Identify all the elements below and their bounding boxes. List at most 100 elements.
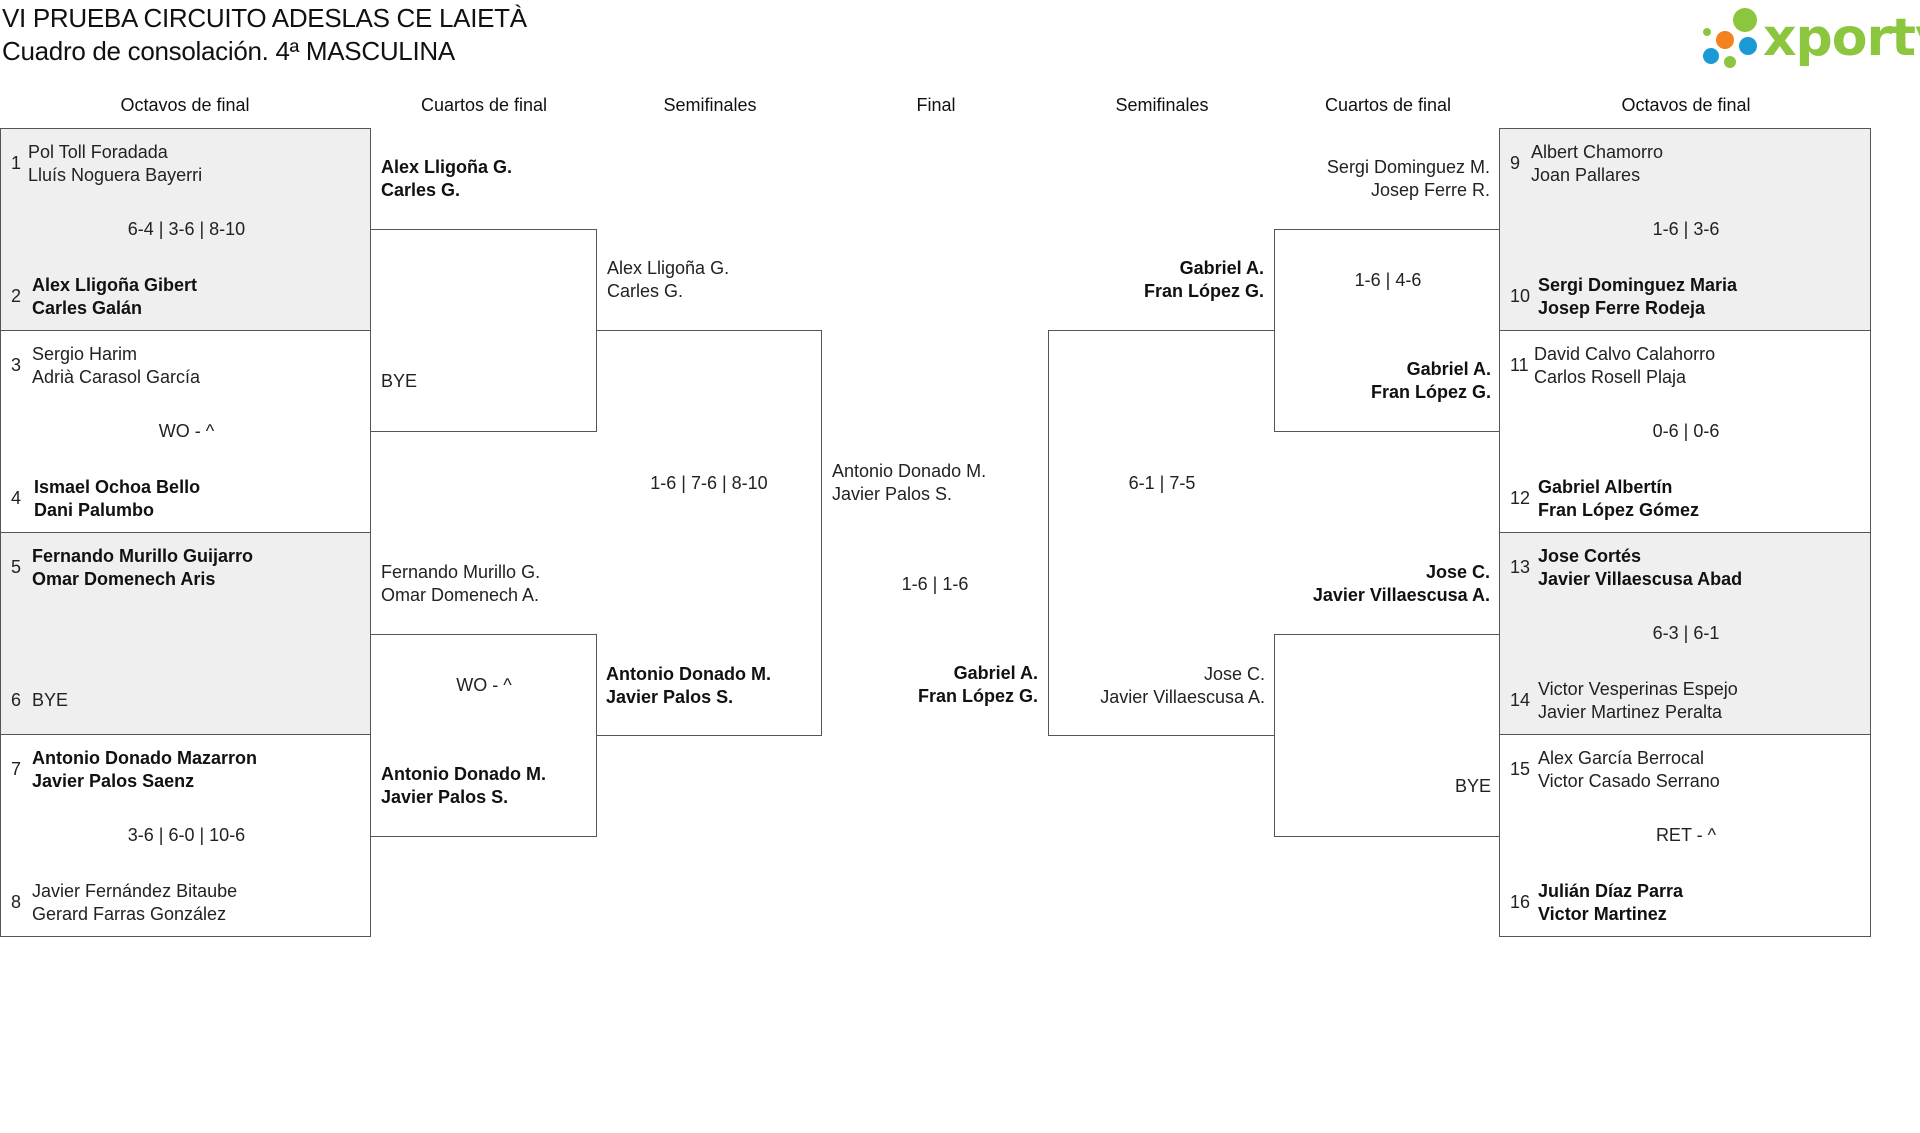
match-score: 0-6 | 0-6 — [1652, 421, 1720, 441]
team-name: Jose C. Javier Villaescusa A. — [1049, 663, 1265, 709]
match-score: 1-6 | 7-6 | 8-10 — [650, 473, 768, 493]
player-name: Gabriel A. — [1406, 359, 1491, 379]
player-name: Josep Ferre Rodeja — [1538, 298, 1706, 318]
player-name: Antonio Donado Mazarron — [32, 748, 257, 768]
sf-left-match: 1-6 | 7-6 | 8-10 Antonio Donado M. Javie… — [596, 330, 822, 736]
seed-number: 11 — [1510, 355, 1529, 375]
player-name: Fran López G. — [1370, 382, 1491, 402]
header-semis-left: Semifinales — [663, 95, 757, 115]
match-score: WO - ^ — [158, 421, 215, 441]
final-score: 1-6 | 1-6 — [901, 574, 969, 594]
winner-team-name: Alex Lligoña Gibert Carles Galán — [32, 274, 197, 320]
player-name: Omar Domenech A. — [381, 585, 540, 605]
player-name: Lluís Noguera Bayerri — [28, 165, 203, 185]
seed-number: 9 — [1510, 153, 1521, 173]
seed-number: 5 — [11, 557, 22, 577]
seed-number: 6 — [11, 690, 22, 710]
match-score: 6-4 | 3-6 | 8-10 — [127, 219, 246, 239]
player-name: Alex Lligoña Gibert — [32, 275, 198, 295]
qf-left-match-1: BYE — [371, 229, 597, 432]
player-name: Fernando Murillo Guijarro — [32, 546, 254, 566]
qf-left-2-team-a: Fernando Murillo G. Omar Domenech A. — [381, 561, 540, 607]
team-name: Albert Chamorro Joan Pallares — [1531, 141, 1663, 187]
winner-team-name: Gabriel Albertín Fran López Gómez — [1538, 476, 1699, 522]
qf-right-1-team-a: Sergi Dominguez M. Josep Ferre R. — [1274, 156, 1490, 202]
winner-team-name: Sergi Dominguez Maria Josep Ferre Rodeja — [1538, 274, 1737, 320]
r16-left-match-2: 3 Sergio Harim Adrià Carasol García WO -… — [0, 330, 371, 533]
seed-number: 14 — [1510, 690, 1531, 710]
player-name: Gabriel A. — [1179, 258, 1264, 278]
player-name: Javier Palos S. — [381, 787, 509, 807]
r16-left-match-3: 5 Fernando Murillo Guijarro Omar Domenec… — [0, 532, 371, 735]
player-name: Omar Domenech Aris — [32, 569, 216, 589]
r16-right-match-1: 9 Albert Chamorro Joan Pallares 1-6 | 3-… — [1499, 128, 1871, 331]
match-score: 6-3 | 6-1 — [1652, 623, 1720, 643]
player-name: Jose C. — [1203, 664, 1265, 684]
player-name: Gerard Farras González — [32, 904, 227, 924]
qf-left-match-2: WO - ^ Antonio Donado M. Javier Palos S. — [371, 634, 597, 837]
header-final: Final — [916, 95, 956, 115]
team-name: Javier Fernández Bitaube Gerard Farras G… — [32, 880, 237, 926]
sf-left-team-a: Alex Lligoña G. Carles G. — [607, 257, 729, 303]
winner-team-name: Julián Díaz Parra Victor Martinez — [1538, 880, 1683, 926]
qf-right-2-team-a: Jose C. Javier Villaescusa A. — [1274, 561, 1490, 607]
match-score: 6-1 | 7-5 — [1128, 473, 1196, 493]
header-semis-right: Semifinales — [1115, 95, 1209, 115]
winner-team-name: Antonio Donado M. Javier Palos S. — [606, 663, 771, 709]
winner-team-name: Fernando Murillo Guijarro Omar Domenech … — [32, 545, 253, 591]
player-name: Antonio Donado M. — [606, 664, 771, 684]
player-name: Jose Cortés — [1538, 546, 1642, 566]
match-score: 1-6 | 3-6 — [1652, 219, 1720, 239]
player-name: Fran López Gómez — [1538, 500, 1700, 520]
draw-name: Cuadro de consolación. 4ª MASCULINA — [2, 36, 455, 66]
player-name: Adrià Carasol García — [32, 367, 201, 387]
match-score: 1-6 | 4-6 — [1354, 270, 1422, 290]
bye-label: BYE — [32, 690, 69, 710]
match-score: 3-6 | 6-0 | 10-6 — [127, 825, 246, 845]
player-name: Alex García Berrocal — [1538, 748, 1705, 768]
player-name: Gabriel Albertín — [1538, 477, 1673, 497]
team-name: BYE — [32, 689, 68, 712]
team-name: Pol Toll Foradada Lluís Noguera Bayerri — [28, 141, 202, 187]
player-name: Javier Villaescusa Abad — [1538, 569, 1743, 589]
player-name: Antonio Donado M. — [381, 764, 546, 784]
seed-number: 12 — [1510, 488, 1531, 508]
header-cuartos-right: Cuartos de final — [1324, 95, 1452, 115]
winner-team-name: Jose Cortés Javier Villaescusa Abad — [1538, 545, 1742, 591]
player-name: Carles G. — [607, 281, 684, 301]
sf-right-match: 6-1 | 7-5 Jose C. Javier Villaescusa A. — [1048, 330, 1274, 736]
xporty-logo-dots-icon — [1703, 8, 1757, 68]
bye-label: BYE — [381, 371, 418, 391]
player-name: Gabriel A. — [953, 663, 1038, 683]
team-name: Sergio Harim Adrià Carasol García — [32, 343, 200, 389]
player-name: Carlos Rosell Plaja — [1534, 367, 1687, 387]
r16-right-match-3: 13 Jose Cortés Javier Villaescusa Abad 6… — [1499, 532, 1871, 735]
r16-right-match-2: 11 David Calvo Calahorro Carlos Rosell P… — [1499, 330, 1871, 533]
xporty-logo[interactable]: xporty — [1695, 2, 1920, 74]
player-name: Victor Casado Serrano — [1538, 771, 1720, 791]
team-name: David Calvo Calahorro Carlos Rosell Plaj… — [1534, 343, 1715, 389]
player-name: Josep Ferre R. — [1370, 180, 1490, 200]
final-team-a: Antonio Donado M. Javier Palos S. — [832, 460, 986, 506]
player-name: Fran López G. — [1143, 281, 1264, 301]
seed-number: 13 — [1510, 557, 1531, 577]
player-name: Javier Martinez Peralta — [1538, 702, 1723, 722]
header-cuartos-left: Cuartos de final — [420, 95, 548, 115]
winner-team-name: Antonio Donado M. Javier Palos S. — [381, 763, 546, 809]
team-name: Alex García Berrocal Victor Casado Serra… — [1538, 747, 1720, 793]
header-octavos-right: Octavos de final — [1621, 95, 1751, 115]
player-name: Jose C. — [1425, 562, 1490, 582]
seed-number: 7 — [11, 759, 22, 779]
player-name: Julián Díaz Parra — [1538, 881, 1684, 901]
player-name: Javier Villaescusa A. — [1312, 585, 1490, 605]
player-name: Fernando Murillo G. — [381, 562, 541, 582]
team-name: Victor Vesperinas Espejo Javier Martinez… — [1538, 678, 1738, 724]
player-name: Sergio Harim — [32, 344, 138, 364]
player-name: Albert Chamorro — [1531, 142, 1664, 162]
match-score: RET - ^ — [1655, 825, 1717, 845]
qf-right-match-2: BYE — [1274, 634, 1500, 837]
player-name: Javier Villaescusa A. — [1100, 687, 1265, 707]
player-name: Carles G. — [381, 180, 461, 200]
player-name: Alex Lligoña G. — [381, 157, 513, 177]
player-name: Joan Pallares — [1531, 165, 1641, 185]
